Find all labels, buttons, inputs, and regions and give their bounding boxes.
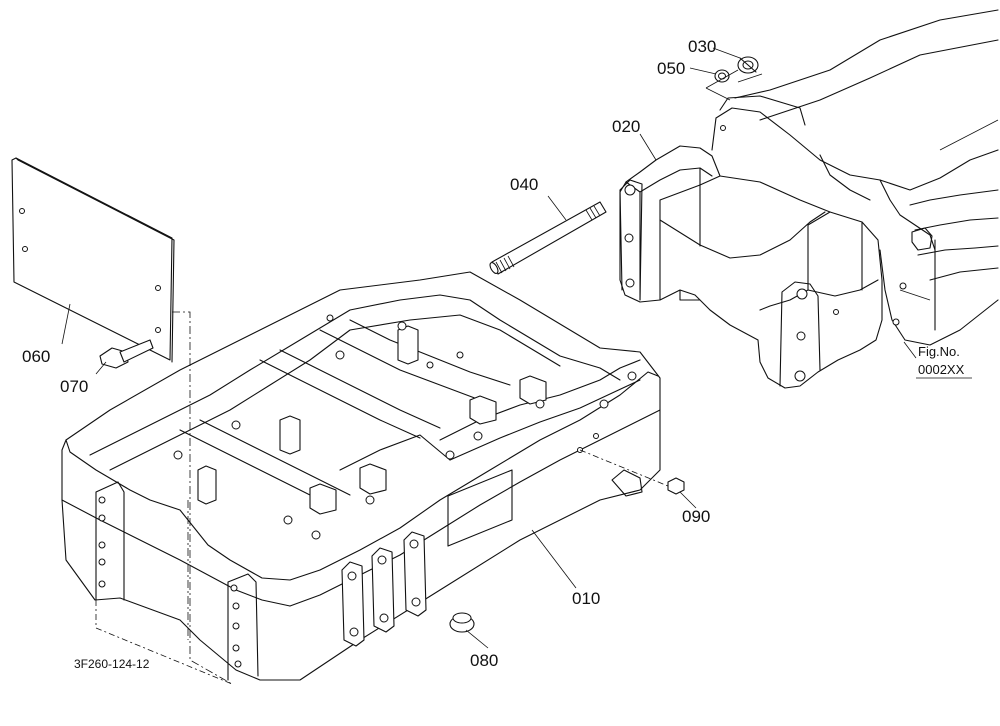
label-070: 070 — [60, 377, 88, 396]
label-060: 060 — [22, 347, 50, 366]
label-050: 050 — [657, 59, 685, 78]
label-020: 020 — [612, 117, 640, 136]
drawing-code: 3F260-124-12 — [74, 657, 150, 671]
label-010: 010 — [572, 589, 600, 608]
part-060-cover-plate — [11, 157, 175, 363]
part-090-bolt — [667, 477, 685, 495]
part-020-bracket — [619, 145, 883, 389]
part-010-frame — [61, 271, 661, 681]
fig-ref-number: 0002XX — [918, 362, 965, 377]
part-040-stud — [489, 201, 607, 275]
label-030: 030 — [688, 37, 716, 56]
leader-lines — [61, 47, 972, 649]
part-labels: 030 050 020 040 060 070 010 080 090 Fig.… — [22, 37, 965, 671]
fig-ref-label: Fig.No. — [918, 344, 960, 359]
part-080-plug — [449, 612, 475, 633]
part-070-bolt — [99, 339, 154, 369]
assembly-center-lines — [95, 311, 669, 685]
part-030-050-nut-washer — [705, 56, 763, 101]
label-080: 080 — [470, 651, 498, 670]
label-090: 090 — [682, 507, 710, 526]
label-040: 040 — [510, 175, 538, 194]
